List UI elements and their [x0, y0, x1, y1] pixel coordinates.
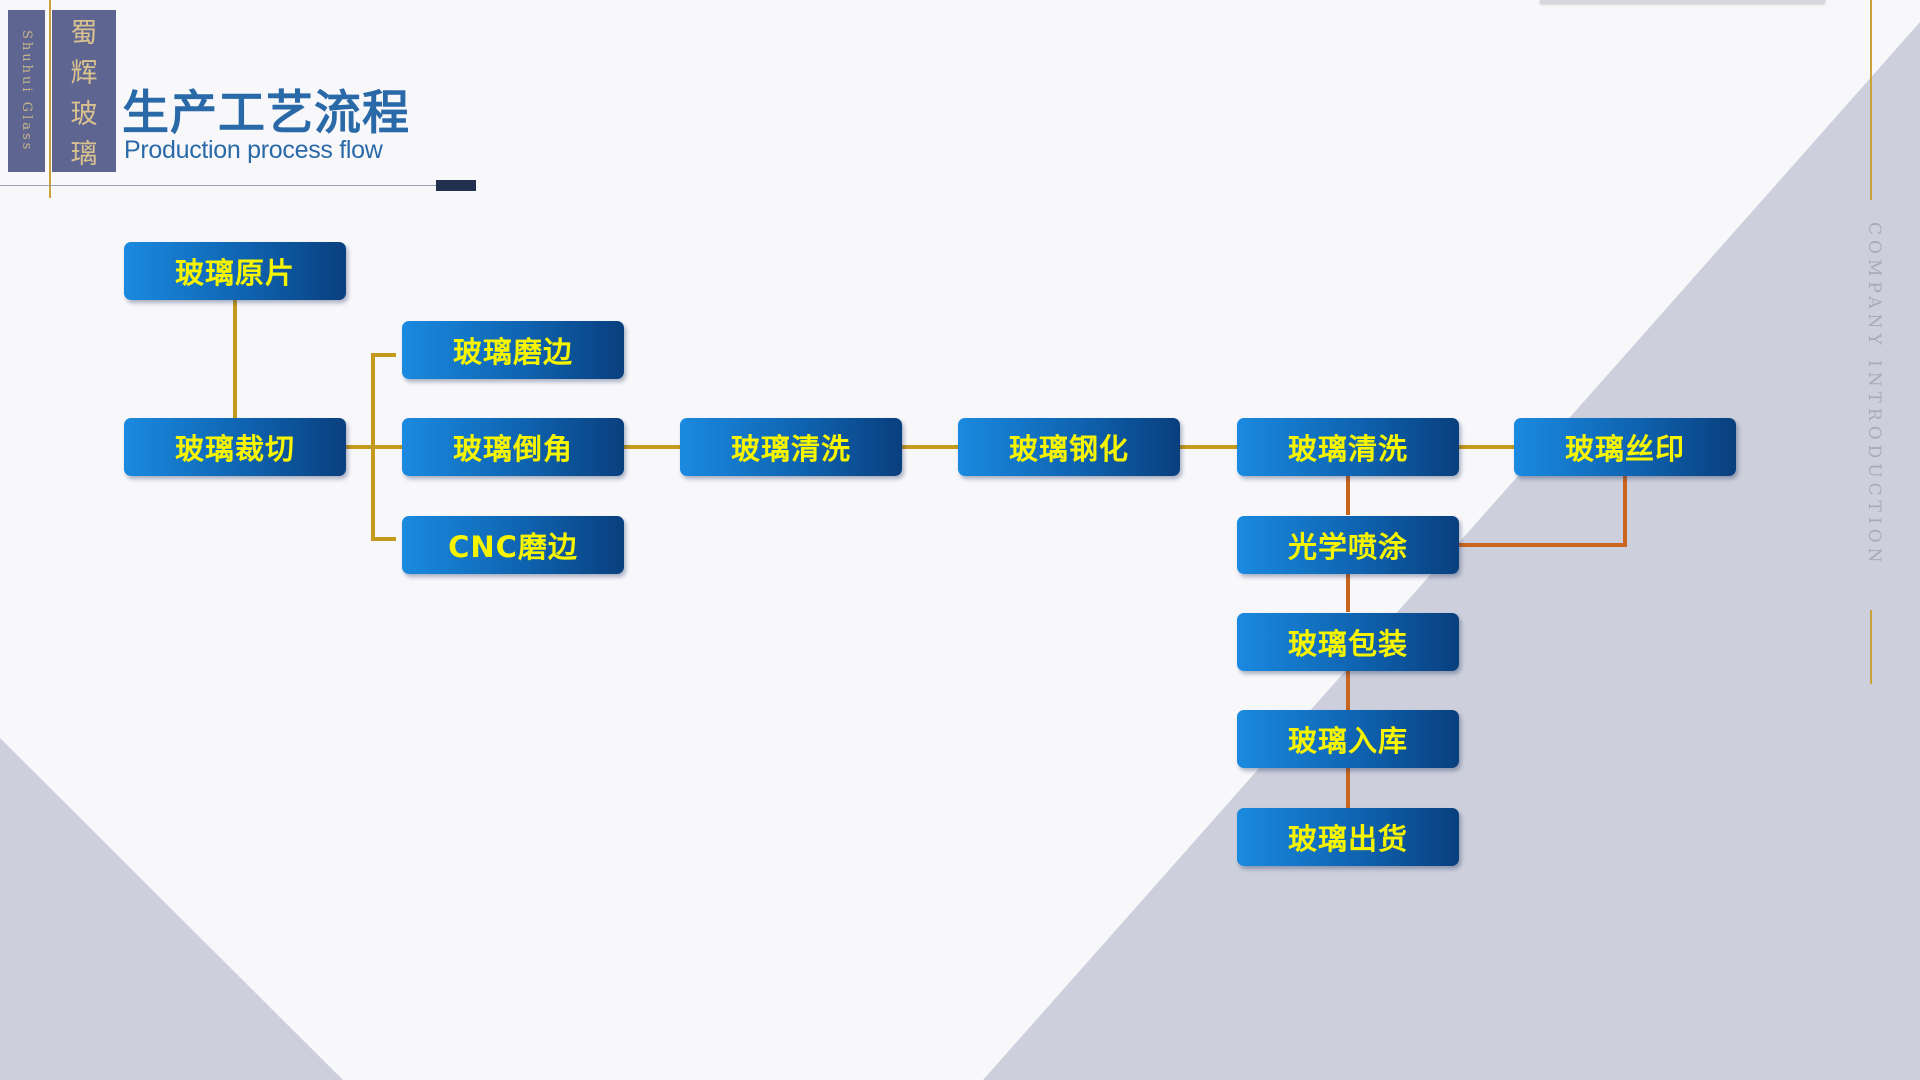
- top-decor-bar: [1540, 0, 1825, 3]
- page-subtitle: Production process flow: [124, 136, 383, 164]
- brand-en-text: Shuhui Glass: [19, 29, 34, 153]
- title-accent-bar: [436, 180, 476, 191]
- flow-node-edge-grinding: 玻璃磨边: [402, 321, 624, 379]
- flow-node-silk-printing: 玻璃丝印: [1514, 418, 1736, 476]
- flow-node-cleaning-2: 玻璃清洗: [1237, 418, 1459, 476]
- flow-node-raw-glass: 玻璃原片: [124, 242, 346, 300]
- right-gold-line-top: [1870, 0, 1872, 200]
- brand-char: 璃: [70, 138, 98, 170]
- flow-node-packaging: 玻璃包装: [1237, 613, 1459, 671]
- flow-node-cutting: 玻璃裁切: [124, 418, 346, 476]
- flow-node-cleaning-1: 玻璃清洗: [680, 418, 902, 476]
- brand-gold-line: [49, 0, 51, 198]
- right-gold-line-bottom: [1870, 610, 1872, 684]
- flow-node-shipping: 玻璃出货: [1237, 808, 1459, 866]
- flow-node-tempering: 玻璃钢化: [958, 418, 1180, 476]
- page-title: 生产工艺流程: [122, 86, 410, 141]
- flow-node-chamfering: 玻璃倒角: [402, 418, 624, 476]
- brand-char: 辉: [70, 58, 98, 90]
- bg-triangle-left: [0, 738, 343, 1080]
- brand-logo-box: 蜀 辉 玻 璃: [52, 10, 116, 172]
- flow-node-warehousing: 玻璃入库: [1237, 710, 1459, 768]
- brand-char: 玻: [70, 98, 98, 130]
- connector-branch-bracket: [371, 353, 396, 541]
- flow-node-optical-coating: 光学喷涂: [1237, 516, 1459, 574]
- title-divider: [0, 185, 436, 186]
- connector-print-coat: [1459, 476, 1627, 547]
- flow-node-cnc-edging: CNC磨边: [402, 516, 624, 574]
- company-introduction-text: COMPANY INTRODUCTION: [1864, 222, 1884, 568]
- brand-vertical-label: Shuhui Glass: [8, 10, 45, 172]
- brand-char: 蜀: [70, 18, 98, 50]
